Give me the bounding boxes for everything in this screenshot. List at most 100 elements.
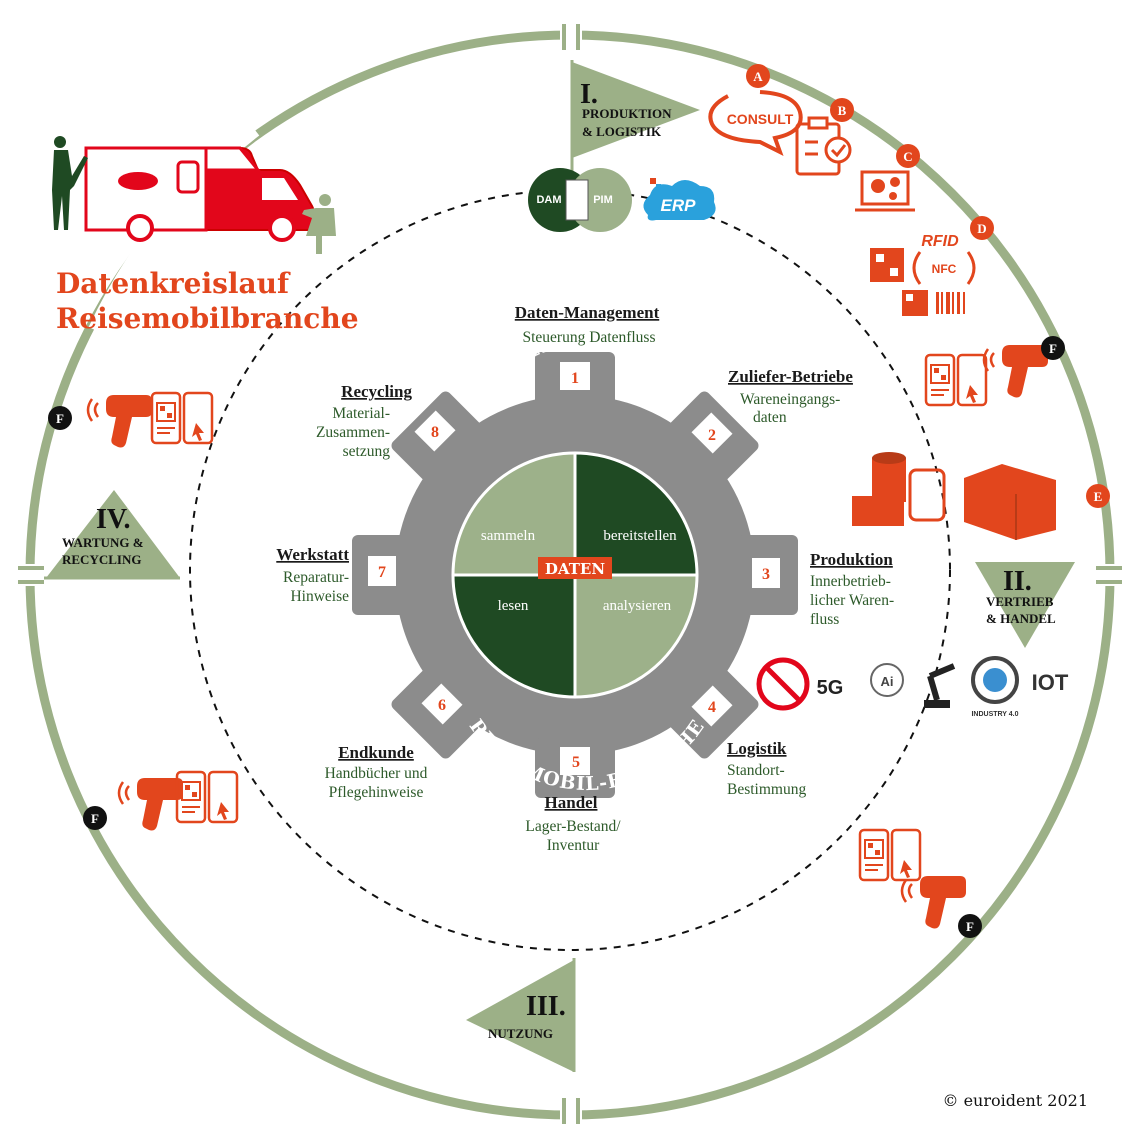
svg-text:CONSULT: CONSULT [727,111,794,127]
station-6-title: Endkunde [338,743,414,762]
station-3-desc-2: licher Waren- [810,592,894,609]
svg-text:1: 1 [571,370,579,387]
svg-text:6: 6 [438,697,446,714]
station-3: Produktion Innerbetrieb- licher Waren- f… [810,550,894,628]
tooth-4: 4 [691,685,733,727]
station-5-desc-2: Inventur [547,837,600,854]
station-8-title: Recycling [341,382,412,401]
badge-E: E [1086,484,1110,508]
phase-II-label-line1: VERTRIEB [986,594,1054,609]
station-7-desc-2: Hinweise [290,588,349,605]
diagram-title-line1: Datenkreislauf [56,267,291,300]
svg-text:NFC: NFC [932,262,957,276]
svg-text:D: D [977,221,986,236]
svg-text:3: 3 [762,566,770,583]
station-3-title: Produktion [810,550,893,569]
station-1-title: Daten-Management [515,303,660,322]
tooth-8: 8 [414,410,456,452]
svg-text:8: 8 [431,424,439,441]
station-5-title: Handel [545,793,598,812]
station-2: Zuliefer-Betriebe Wareneingangs- daten [728,367,853,426]
svg-text:B: B [838,103,847,118]
ring-marker-bottom [560,1098,582,1124]
badge-F-right-bottom: F [958,914,982,938]
svg-text:A: A [753,69,763,84]
quadrant-lesen-bg [453,575,575,697]
laptop-gears-icon [855,170,915,212]
station-5: Handel Lager-Bestand/ Inventur [525,793,621,854]
ring-marker-top [560,24,582,50]
phase-I-label-line1: PRODUKTION [582,106,672,121]
phase-II-label-line2: & HANDEL [986,611,1056,626]
badge-F-left-top: F [48,406,72,430]
svg-text:F: F [56,411,64,426]
copyright-text: © euroident 2021 [942,1091,1088,1110]
station-8-desc-2: Zusammen- [316,424,390,441]
svg-text:C: C [903,149,912,164]
badge-C: C [896,144,920,168]
tooth-7: 7 [368,556,396,586]
station-7-title: Werkstatt [276,545,349,564]
svg-text:RFID: RFID [921,233,959,250]
station-7: Werkstatt Reparatur- Hinweise [276,545,349,605]
badge-B: B [830,98,854,122]
data-gear: sammeln bereitstellen lesen analysieren … [352,328,798,798]
station-7-desc-1: Reparatur- [283,569,349,586]
no-code-icon [756,657,810,711]
phase-II-flag: II. VERTRIEB & HANDEL [975,562,1075,648]
station-2-title: Zuliefer-Betriebe [728,367,853,386]
svg-text:F: F [1049,341,1057,356]
robot-arm-icon [924,663,956,708]
station-6-desc-1: Handbücher und [325,765,428,782]
svg-text:F: F [91,811,99,826]
tooth-3: 3 [752,558,780,588]
phase-III-numeral: III. [526,991,566,1022]
station-6: Endkunde Handbücher und Pflegehinweise [325,743,428,801]
rfid-nfc-icon: RFID NFC [870,233,976,316]
diagram-title-line2: Reisemobilbranche [56,302,359,335]
ai-icon [870,663,904,697]
quadrant-sammeln: sammeln [481,528,536,544]
svg-text:INDUSTRY 4.0: INDUSTRY 4.0 [971,711,1018,718]
quadrant-sammeln-bg [453,453,575,575]
svg-text:DAM: DAM [536,194,561,206]
industry-4-icon [971,656,1019,704]
phase-I-label-line2: & LOGISTIK [582,124,662,139]
phase-III-flag: III. NUTZUNG [466,958,576,1072]
phase-IV-flag: IV. WARTUNG & RECYCLING [44,490,180,580]
scanner-phone-set-right-bottom [858,828,968,930]
station-4-title: Logistik [727,739,787,758]
station-1-desc: Steuerung Datenfluss [522,329,655,346]
svg-text:4: 4 [708,699,716,716]
station-2-desc-2: daten [753,409,787,426]
center-label-bg [538,557,612,579]
badge-D: D [970,216,994,240]
center-label: DATEN [545,560,605,578]
badge-A: A [746,64,770,88]
scanner-phone-set-left-bottom [117,770,239,832]
quadrant-bereitstellen-bg [575,453,697,575]
station-6-desc-2: Pflegehinweise [329,784,424,801]
dam-pim-icon: DAM PIM [528,168,632,232]
phase-IV-numeral: IV. [96,504,131,535]
station-4: Logistik Standort- Bestimmung [727,739,806,798]
label-printer-icon [852,452,1056,540]
tooth-1: 1 [560,362,590,390]
station-8-desc-1: Material- [332,405,390,422]
quadrant-bereitstellen: bereitstellen [603,528,677,544]
motorhome-illustration [52,136,336,254]
badge-F-right-top: F [1041,336,1065,360]
phase-I-flag: I. PRODUKTION & LOGISTIK [570,60,700,180]
station-5-desc-1: Lager-Bestand/ [525,818,621,835]
phase-IV-label-line2: RECYCLING [62,552,141,567]
station-8-desc-3: setzung [343,443,391,460]
quadrant-analysieren-bg [575,575,697,697]
svg-text:ERP: ERP [661,196,697,215]
station-4-desc-2: Bestimmung [727,781,806,798]
svg-text:F: F [966,919,974,934]
scanner-phone-set-right-top [924,343,1050,407]
quadrant-analysieren: analysieren [603,598,672,614]
inner-dashed-ring [189,189,951,951]
tech-icons-row: 5G Ai INDUSTRY 4.0 IOT [756,656,1069,718]
erp-cloud-icon: ERP [643,178,716,221]
